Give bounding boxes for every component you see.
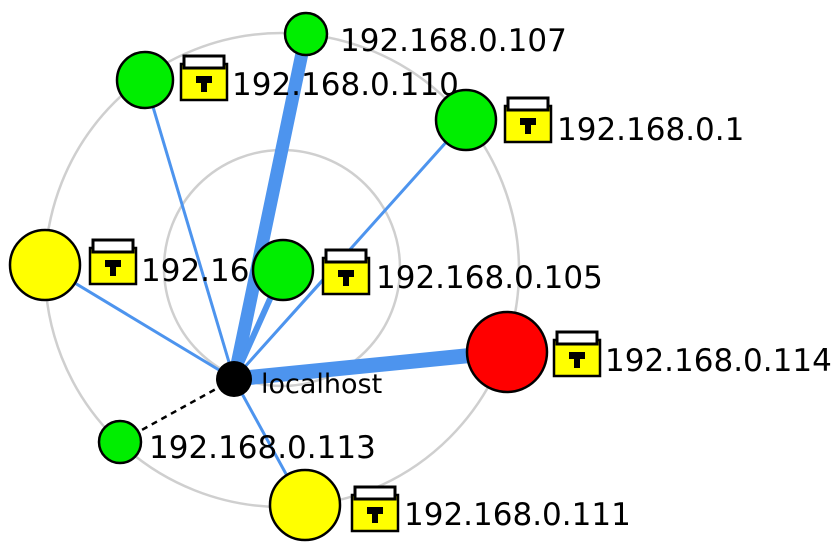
padlock-icon [350,485,400,533]
edge-to-192-16 [44,263,235,381]
label-192-16: 192.16 [141,253,249,289]
padlock-icon [503,96,553,144]
edge-to-192-168-0-114 [226,344,513,387]
localhost-label: localhost [261,369,382,400]
label-192-168-0-114: 192.168.0.114 [605,343,832,379]
node-192-168-0-1[interactable] [434,88,498,152]
label-192-168-0-107: 192.168.0.107 [340,23,567,59]
edge-to-192-168-0-107 [227,27,313,386]
label-192-168-0-105: 192.168.0.105 [376,260,603,296]
node-192-168-0-107[interactable] [283,11,329,57]
padlock-icon [88,238,138,286]
node-192-16[interactable] [8,228,82,302]
edge-to-192-168-0-110 [143,79,236,380]
host-nodes [8,11,549,542]
label-192-168-0-113: 192.168.0.113 [149,430,376,466]
lock-icons [88,54,602,533]
label-192-168-0-1: 192.168.0.1 [557,112,744,148]
label-192-168-0-110: 192.168.0.110 [232,67,459,103]
node-192-168-0-110[interactable] [115,50,175,110]
node-192-168-0-113[interactable] [97,419,143,465]
padlock-icon [321,248,371,296]
node-192-168-0-114[interactable] [465,310,549,394]
padlock-icon [552,330,602,378]
padlock-icon [179,54,229,102]
host-labels: 192.168.0.107 192.168.0.110 192.168.0.1 … [141,23,832,533]
node-192-168-0-111[interactable] [268,468,342,542]
edge-to-192-168-0-105-b [233,281,323,380]
localhost-node[interactable] [216,361,252,397]
node-192-168-0-105[interactable] [251,238,315,302]
label-192-168-0-111: 192.168.0.111 [404,497,631,533]
